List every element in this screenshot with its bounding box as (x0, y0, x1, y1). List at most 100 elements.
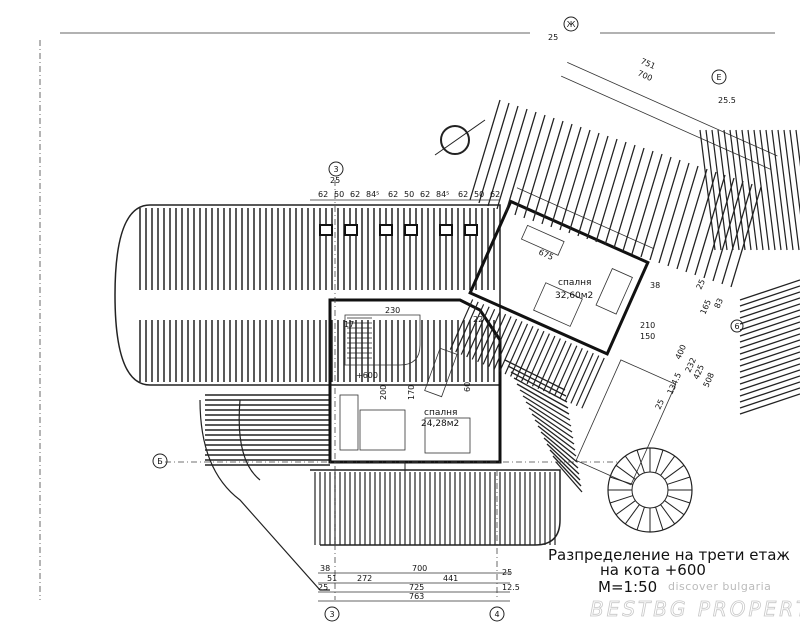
hatch-line (739, 369, 800, 391)
hatch-line (586, 138, 618, 240)
dim-text: 725 (409, 583, 424, 592)
hatch-line (575, 355, 600, 407)
hatch-line (449, 299, 474, 350)
spiral-tread (624, 455, 640, 476)
spiral-tread (666, 495, 691, 504)
hatch-line (741, 129, 758, 251)
hatch-line (777, 129, 794, 251)
spiral-stair-inner (631, 471, 669, 509)
middle-roof-hatching (504, 359, 583, 493)
hatch-line (739, 375, 800, 397)
dim-text: 25 (548, 33, 558, 42)
dim-text: 25 (502, 568, 512, 577)
axis-label: 6 (734, 322, 739, 331)
dim-text: 84⁵ (366, 190, 379, 199)
hatch-line (739, 333, 800, 355)
watermark-bestbg-properties: BESTBG PROPERTIES (590, 597, 800, 621)
hatch-line (711, 129, 728, 251)
hatch-line (568, 132, 600, 234)
hatch-line (514, 114, 546, 216)
hatch-line (552, 455, 582, 487)
hatch-line (505, 111, 537, 213)
roof-window (379, 224, 393, 236)
dim-text: 25 (654, 398, 666, 411)
spiral-tread (655, 449, 664, 474)
hatch-line (553, 345, 578, 397)
hatch-line (513, 377, 569, 409)
axis-marker-4-bottom: 4 (489, 606, 505, 622)
hatch-line (739, 339, 800, 361)
hatch-line (559, 347, 583, 399)
hatch-line (739, 345, 800, 367)
dim-text: 508 (702, 371, 716, 389)
hatch-line (549, 449, 581, 481)
north-arrow-icon (440, 125, 470, 155)
dim-text: 150 (640, 332, 655, 341)
dim-text: 62 (490, 190, 500, 199)
hatch-line (471, 308, 496, 360)
hatch-line (739, 285, 800, 307)
dim-text: 50 (474, 190, 484, 199)
spiral-tread (655, 506, 664, 531)
dim-text: 38 (650, 281, 660, 290)
hatch-line (739, 291, 800, 313)
stair-treads (347, 317, 372, 359)
hatch-line (531, 413, 575, 445)
drawing-title: Разпределение на трети етаж (548, 546, 790, 564)
spiral-tread (666, 476, 691, 485)
hatch-line (477, 311, 501, 363)
dim-text: 25 (695, 278, 707, 291)
dim-text: 62 (420, 190, 430, 199)
curved-stair-left (199, 399, 330, 591)
axis-label: 3 (329, 610, 334, 619)
right-roof-hatching (469, 99, 800, 415)
dim-text: 165 (699, 298, 713, 316)
hatch-line (537, 338, 561, 389)
dim-text: 60 (463, 382, 472, 392)
hatch-line (504, 359, 566, 391)
hatch-line (739, 363, 800, 385)
hatch-line (613, 147, 645, 249)
room-area-bedroom-small: 24,28м2 (421, 419, 459, 429)
dim-text: 51 (327, 574, 337, 583)
dim-text: 62 (350, 190, 360, 199)
dim-text: 200 (379, 385, 388, 400)
roof-window (404, 224, 418, 236)
hatch-line (564, 350, 589, 402)
dim-text: 400 (674, 343, 688, 361)
hatch-line (478, 102, 510, 204)
level-mark: +600 (356, 371, 378, 380)
hatch-line (747, 129, 764, 251)
axis-marker-e: Е (711, 69, 727, 85)
hatch-line (739, 297, 800, 319)
dim-text: 700 (636, 69, 654, 83)
wing-roof-hatching (449, 299, 605, 409)
dim-text: 12.5 (502, 583, 520, 592)
hatch-line (548, 343, 572, 394)
hatch-line (739, 393, 800, 415)
dim-text: 272 (357, 574, 372, 583)
hatch-line (771, 129, 788, 251)
hatch-line (595, 141, 627, 243)
axis-marker-b: Б (152, 453, 168, 469)
hatch-line (496, 108, 528, 210)
kitchenette (424, 347, 458, 398)
axis-label: Б (157, 457, 163, 466)
dim-text: 25.5 (718, 96, 736, 105)
hatch-line (622, 150, 654, 252)
room-area-bedroom-large: 32,60м2 (555, 291, 593, 301)
hatch-line (510, 326, 534, 377)
dim-text: 38 (320, 564, 330, 573)
right-wing (449, 62, 778, 486)
hatch-line (667, 165, 699, 267)
left-roof-hatching (139, 208, 495, 382)
hatch-line (649, 159, 681, 261)
axis-marker-3-bottom: 3 (324, 606, 340, 622)
dim-text: 441 (443, 574, 458, 583)
hatch-line (537, 425, 577, 457)
hatch-line (519, 389, 571, 421)
hatch-line (604, 144, 636, 246)
spiral-tread (660, 504, 676, 525)
hatch-line (789, 129, 800, 215)
